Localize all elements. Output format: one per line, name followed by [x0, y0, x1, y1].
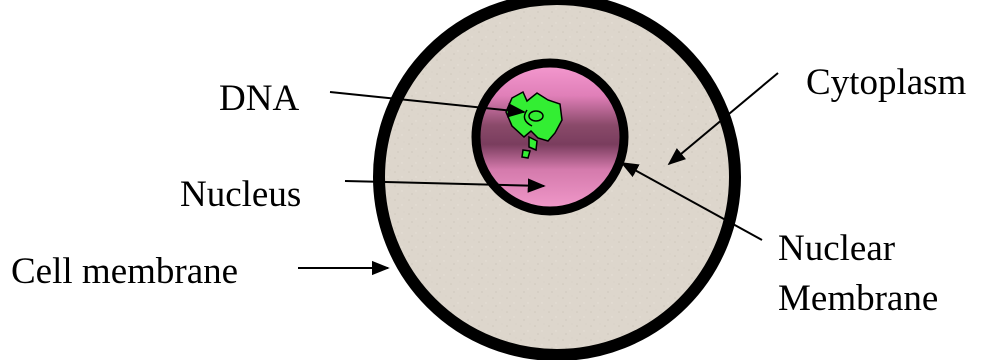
nucleus-label: Nucleus [180, 174, 301, 215]
dna-label: DNA [219, 78, 299, 119]
nuclear-membrane-label-line1: Nuclear [778, 228, 895, 269]
cell-membrane-label: Cell membrane [11, 251, 238, 292]
cytoplasm-label: Cytoplasm [806, 62, 967, 103]
nuclear-membrane-label-line2: Membrane [778, 278, 938, 319]
